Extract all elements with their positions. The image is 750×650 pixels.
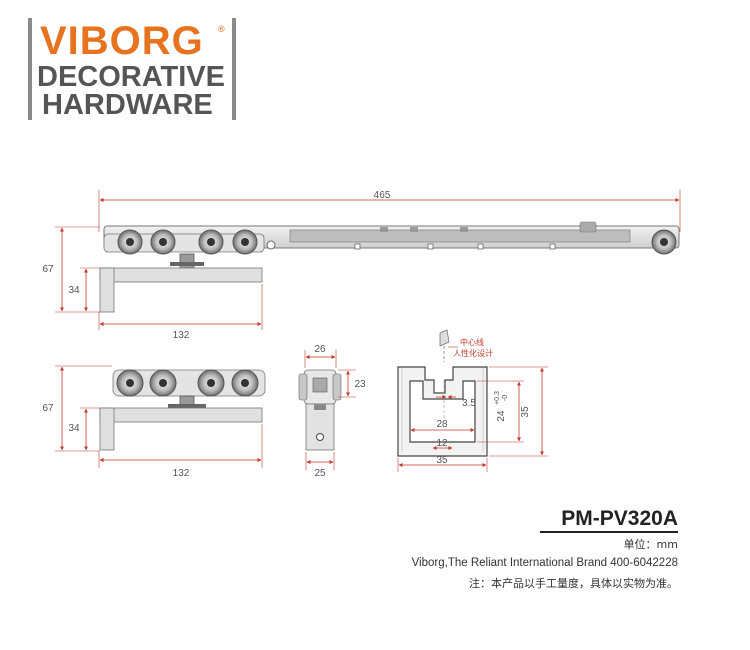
mid-assembly — [99, 369, 266, 451]
top-dimensions: 465 67 34 132 — [42, 190, 681, 341]
end-dimensions: 26 23 25 — [304, 344, 366, 479]
dim-end-height: 23 — [354, 379, 366, 390]
dim-profile-width: 35 — [436, 455, 448, 466]
dim-profile-tolerance: 24 — [496, 410, 507, 422]
top-assembly — [99, 221, 680, 313]
model-number: PM-PV320A — [540, 507, 678, 533]
dim-top-height: 67 — [42, 264, 54, 275]
dim-top-length: 465 — [374, 190, 391, 201]
logo-line-hardware: HARDWARE — [42, 89, 213, 121]
unit-label: 单位：mm — [623, 538, 678, 551]
dim-profile-slot: 12 — [436, 438, 448, 449]
end-view — [298, 369, 342, 451]
brand-logo: VIBORG ® DECORATIVE HARDWARE — [28, 18, 236, 120]
logo-registered-mark: ® — [218, 24, 225, 34]
logo-bar-right — [232, 18, 236, 120]
dim-mid-height: 67 — [42, 403, 54, 414]
label-center-line: 中心线 — [460, 337, 484, 347]
dim-profile-inner: 28 — [436, 419, 448, 430]
dim-mid-bracket-height: 34 — [68, 423, 80, 434]
dim-mid-bracket-length: 132 — [173, 468, 190, 479]
dim-profile-gap: 3.5 — [462, 398, 476, 409]
dim-profile-height: 35 — [520, 406, 531, 418]
label-ergonomic-design: 人性化设计 — [453, 348, 493, 358]
profile-dimensions: 中心线 人性化设计 3.5 28 12 35 35 24 +0.3 -0 — [397, 337, 548, 472]
dim-top-bracket-height: 34 — [68, 285, 80, 296]
dim-end-width-bottom: 25 — [314, 468, 326, 479]
logo-brand: VIBORG — [40, 19, 204, 63]
dim-profile-tol-minus: -0 — [502, 395, 509, 401]
logo-line-decorative: DECORATIVE — [37, 61, 225, 93]
measurement-note: 注：本产品以手工量度，具体以实物为准。 — [469, 577, 678, 590]
brand-line: Viborg,The Reliant International Brand 4… — [411, 557, 678, 569]
dim-end-width-top: 26 — [314, 344, 326, 355]
mid-dimensions: 67 34 132 — [42, 365, 263, 479]
logo-bar-left — [28, 18, 32, 120]
dim-profile-tol-plus: +0.3 — [494, 391, 501, 405]
profile-section — [397, 329, 488, 457]
dim-top-bracket-length: 132 — [173, 330, 190, 341]
